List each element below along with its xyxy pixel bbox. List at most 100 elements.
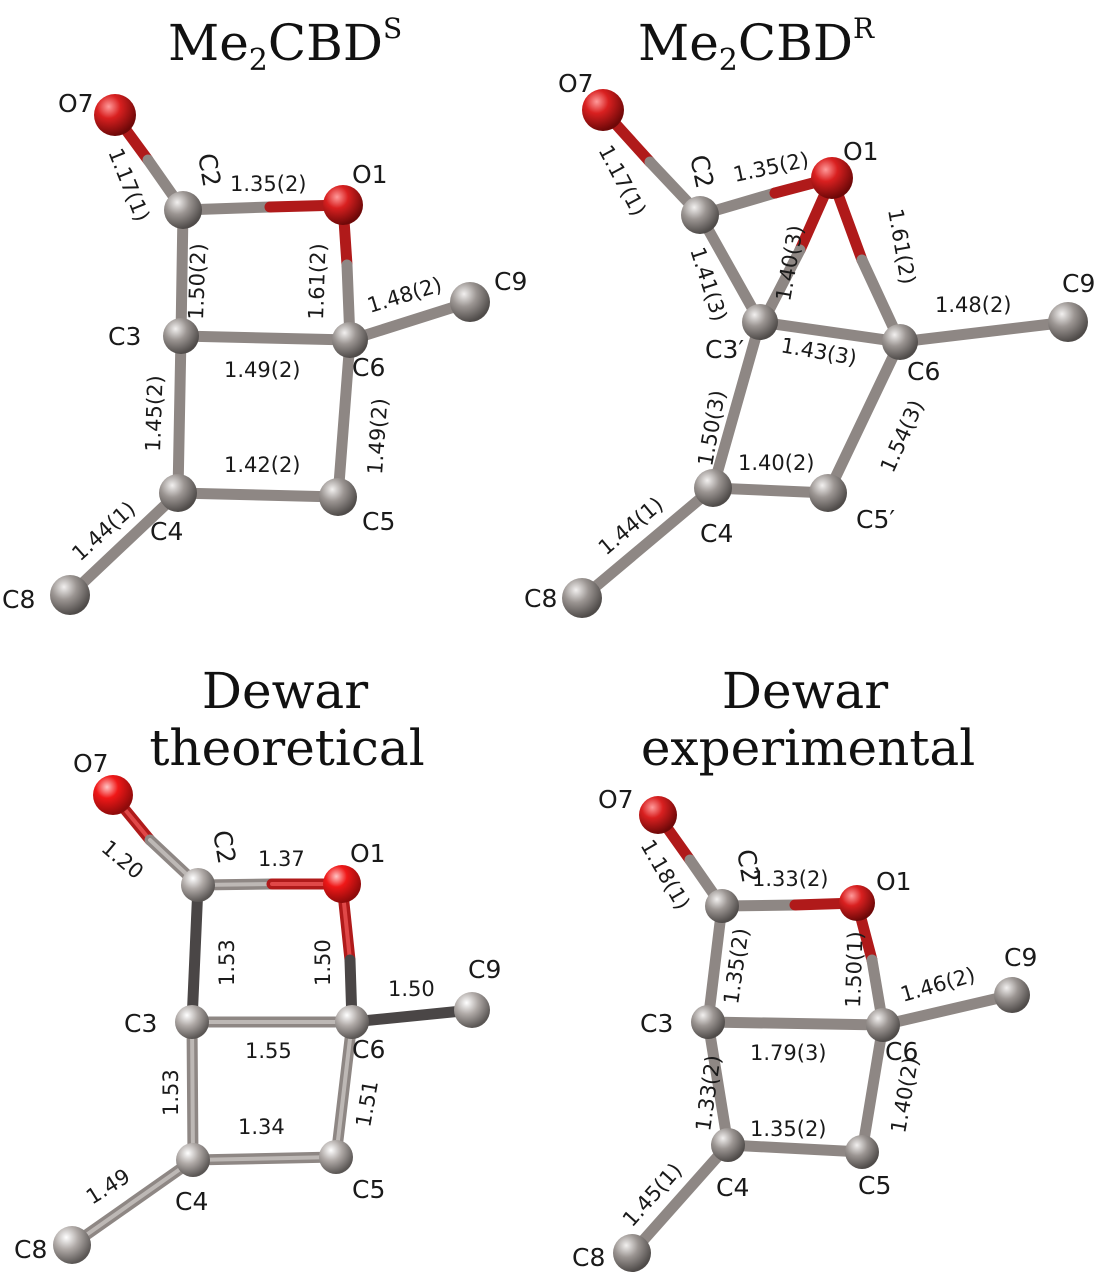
bond-c4-c5 (722, 1139, 868, 1158)
bond-c3-c6 (702, 1016, 889, 1031)
atom-c5 (319, 1140, 353, 1174)
atom-c4 (711, 1128, 745, 1162)
atom-label-c5: C5′ (856, 505, 895, 534)
atom-label-c3: C3 (640, 1009, 673, 1038)
bond-label-c6-c5: 1.49(2) (363, 397, 392, 475)
bond-label-c6-c9: 1.50 (388, 977, 435, 1001)
bond-c2-c3 (186, 879, 204, 1028)
bond-label-c6-c9: 1.48(2) (935, 293, 1012, 317)
bond-c3-c6 (175, 330, 356, 346)
atom-label-c6: C6 (352, 353, 385, 382)
bond-c3-c6 (754, 316, 906, 348)
panel-me2cbd-r: Me2CBDR O7 C2 O1 C3′ C6 C9 C4 (524, 12, 1095, 618)
atom-label-o1: O1 (352, 160, 388, 189)
atom-o7 (582, 89, 624, 131)
atom-c9 (450, 282, 490, 322)
atom-c4 (694, 469, 732, 507)
atom-label-c9: C9 (494, 267, 527, 296)
atom-label-c9: C9 (1004, 943, 1037, 972)
bond-label-c4-c8: 1.44(1) (67, 497, 140, 566)
atom-label-c9: C9 (1062, 269, 1095, 298)
atom-label-c9: C9 (468, 955, 501, 984)
bond-c6-c9 (894, 316, 1074, 348)
atom-c6 (882, 324, 918, 360)
atom-c5 (319, 478, 357, 516)
bond-c6-c9 (877, 989, 1018, 1031)
bond-label-o1-c6: 1.61(2) (304, 243, 331, 320)
bond-label-c2-o1: 1.35(2) (230, 172, 307, 196)
bond-label-c2-o1: 1.37 (258, 847, 305, 871)
atom-c5 (809, 474, 847, 512)
atom-label-o7: O7 (598, 785, 634, 814)
atom-label-c2: C2 (684, 152, 719, 191)
atom-c3 (742, 304, 778, 340)
bond-c4-c5 (707, 482, 834, 499)
bond-label-o7-c2: 1.20 (97, 835, 148, 883)
bond-label-c4-c5: 1.34 (238, 1115, 285, 1139)
atom-label-c8: C8 (2, 585, 35, 614)
atom-label-o1: O1 (876, 867, 912, 896)
atom-label-o1: O1 (843, 137, 879, 166)
atom-c3 (175, 1005, 209, 1039)
atom-label-o7: O7 (558, 69, 594, 98)
atom-c4 (176, 1143, 210, 1177)
atom-c3 (691, 1005, 725, 1039)
bond-c4-c8 (576, 482, 719, 604)
bond-label-c2-o1: 1.33(2) (752, 867, 829, 891)
atom-c2 (681, 196, 719, 234)
atom-o1 (839, 885, 875, 921)
atom-label-c6: C6 (885, 1037, 918, 1066)
atom-label-c4: C4 (175, 1187, 208, 1216)
bond-label-c4-c5: 1.40(2) (738, 451, 815, 475)
atom-o7 (94, 94, 136, 136)
bond-label-o1-c3: 1.40(3) (771, 223, 808, 303)
atom-c6 (335, 1005, 369, 1039)
atom-label-c4: C4 (150, 517, 183, 546)
bond-c3-c4 (172, 330, 187, 499)
atom-c9 (454, 992, 490, 1028)
atom-c8 (613, 1234, 651, 1272)
atom-c2 (705, 889, 739, 923)
bond-c4-c8 (626, 1139, 734, 1259)
atom-label-c5: C5 (352, 1175, 385, 1204)
panel-dewar-theoretical: Dewar theoretical (14, 662, 501, 1264)
atom-c6 (866, 1008, 900, 1042)
atom-c5 (845, 1135, 879, 1169)
bond-c3-c4 (702, 1016, 734, 1151)
atom-c9 (1048, 302, 1088, 342)
bond-label-c6-c5: 1.40(2) (886, 1055, 923, 1135)
atom-label-c6: C6 (352, 1035, 385, 1064)
panel-title-line2: experimental (641, 719, 975, 777)
bond-c6-c9 (346, 1004, 478, 1028)
bond-label-c4-c5: 1.42(2) (224, 453, 301, 477)
atom-label-c4: C4 (700, 519, 733, 548)
bond-c6-c5 (332, 334, 356, 503)
bond-c3-c4 (707, 316, 766, 494)
bond-label-c3-c6: 1.55 (245, 1039, 292, 1063)
bond-label-c3-c6: 1.49(2) (224, 358, 301, 382)
bond-label-o1-c6: 1.50(1) (841, 931, 868, 1008)
atom-label-c8: C8 (524, 584, 557, 613)
atom-label-c5: C5 (858, 1171, 891, 1200)
bond-c2-c3 (175, 204, 189, 342)
atom-label-c2: C2 (207, 828, 241, 866)
atom-label-c3: C3′ (705, 335, 744, 364)
bond-c2-c3 (702, 900, 728, 1028)
atom-label-c6: C6 (907, 357, 940, 386)
panel-title-line1: Dewar (722, 662, 888, 720)
bond-label-c6-c5: 1.54(3) (876, 396, 929, 476)
atom-label-c5: C5 (362, 507, 395, 536)
atom-o1 (811, 157, 853, 199)
bond-c2-c3 (694, 209, 766, 328)
atom-label-c8: C8 (572, 1243, 605, 1272)
bond-label-o1-c6: 1.61(2) (883, 207, 920, 287)
atom-c9 (994, 977, 1030, 1013)
atom-o1 (323, 185, 363, 225)
bond-label-c6-c5: 1.51 (351, 1079, 383, 1129)
atom-o1 (323, 865, 361, 903)
atom-o7 (93, 775, 133, 815)
bond-o1-c3 (759, 244, 806, 324)
atom-c2 (164, 191, 202, 229)
atom-c3 (163, 318, 199, 354)
